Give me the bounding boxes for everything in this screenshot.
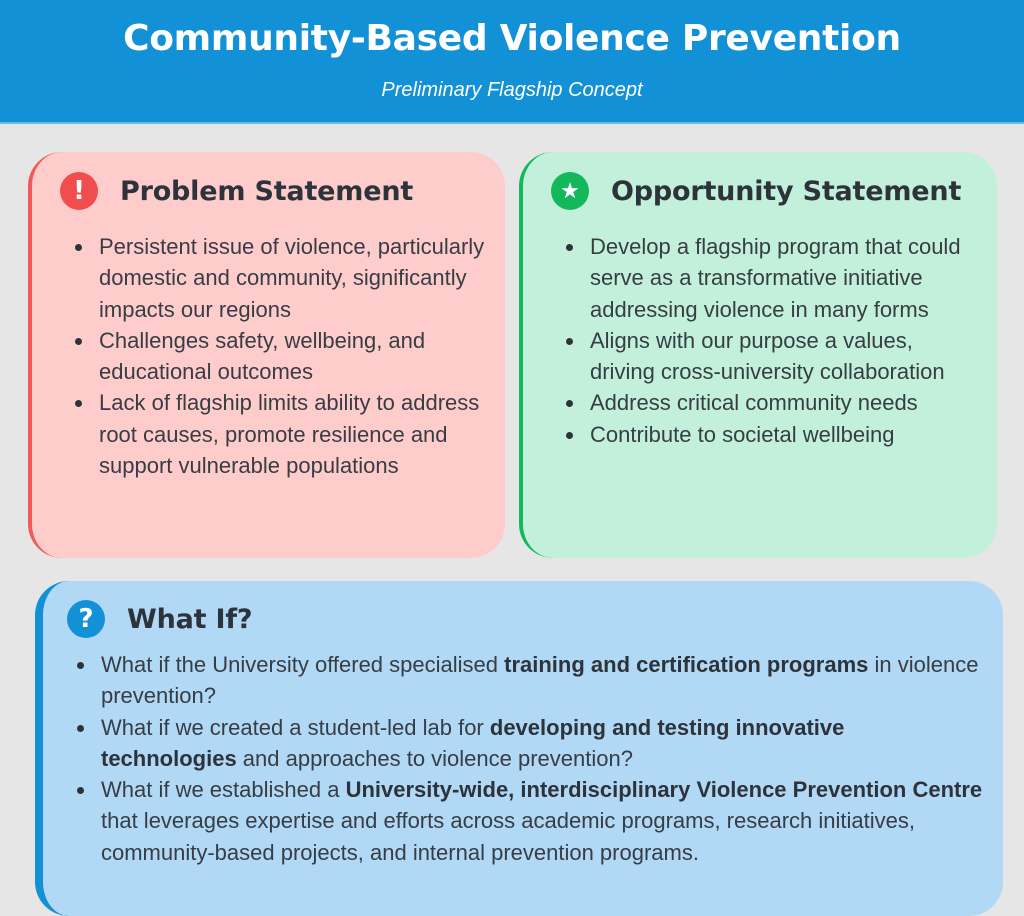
list-item: What if we created a student-led lab for… <box>73 712 983 775</box>
list-item: Develop a flagship program that could se… <box>562 231 982 325</box>
opportunity-statement-title: Opportunity Statement <box>611 175 962 207</box>
list-item: What if we established a University-wide… <box>73 774 983 868</box>
question-icon: ? <box>67 600 105 638</box>
problem-statement-card: ! Problem Statement Persistent issue of … <box>28 152 505 558</box>
opportunity-statement-card: ★ Opportunity Statement Develop a flagsh… <box>519 152 997 558</box>
list-item: What if the University offered specialis… <box>73 649 983 712</box>
header-divider <box>0 122 1024 124</box>
list-item: Lack of flagship limits ability to addre… <box>71 387 491 481</box>
page-subtitle: Preliminary Flagship Concept <box>381 79 643 101</box>
page-title: Community-Based Violence Prevention <box>123 18 901 59</box>
list-item: Aligns with our purpose a values, drivin… <box>562 325 982 388</box>
emphasis-text: University-wide, interdisciplinary Viole… <box>345 777 983 803</box>
what-if-header: ? What If? <box>67 600 253 638</box>
list-item: Address critical community needs <box>562 387 982 418</box>
what-if-list: What if the University offered specialis… <box>73 649 983 868</box>
star-icon: ★ <box>551 172 589 210</box>
what-if-card: ? What If? What if the University offere… <box>35 581 1003 916</box>
opportunity-statement-list: Develop a flagship program that could se… <box>562 231 982 450</box>
header-banner: Community-Based Violence Prevention Prel… <box>0 0 1024 122</box>
emphasis-text: training and certification programs <box>504 652 869 677</box>
list-item: Persistent issue of violence, particular… <box>71 231 491 325</box>
problem-statement-header: ! Problem Statement <box>60 172 413 210</box>
opportunity-statement-header: ★ Opportunity Statement <box>551 172 961 210</box>
exclamation-icon: ! <box>60 172 98 210</box>
what-if-title: What If? <box>127 603 253 635</box>
problem-statement-list: Persistent issue of violence, particular… <box>71 231 491 481</box>
list-item: Challenges safety, wellbeing, and educat… <box>71 325 491 388</box>
emphasis-text: developing and testing innovative techno… <box>101 714 845 771</box>
problem-statement-title: Problem Statement <box>120 175 414 207</box>
list-item: Contribute to societal wellbeing <box>562 419 982 450</box>
